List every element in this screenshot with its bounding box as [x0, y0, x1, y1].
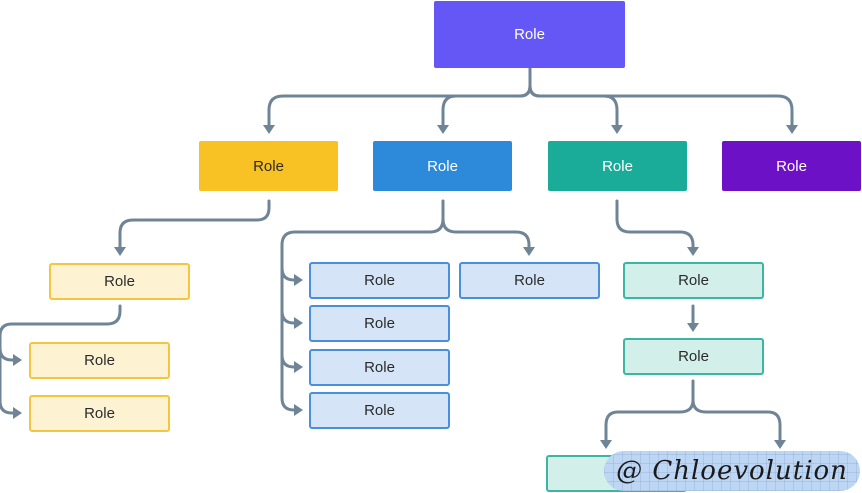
arrowhead — [294, 404, 303, 416]
arrowhead — [611, 125, 623, 134]
arrowhead — [294, 361, 303, 373]
role-node-teal-child[interactable]: Role — [623, 262, 764, 299]
connector-line — [118, 199, 271, 251]
arrowhead — [263, 125, 275, 134]
role-node-purple[interactable]: Role — [722, 141, 861, 191]
node-label: Role — [678, 272, 709, 289]
node-label: Role — [364, 272, 395, 289]
role-node-teal[interactable]: Role — [548, 141, 687, 191]
role-node-yellow-child[interactable]: Role — [49, 263, 190, 300]
node-label: Role — [678, 348, 709, 365]
connector-line — [0, 304, 122, 362]
node-label: Role — [514, 26, 545, 43]
arrowhead — [774, 440, 786, 449]
node-label: Role — [253, 157, 284, 175]
role-node-teal-child[interactable]: Role — [623, 338, 764, 375]
arrowhead — [294, 274, 303, 286]
role-node-blue-child[interactable]: Role — [309, 262, 450, 299]
role-node-blue-child[interactable]: Role — [459, 262, 600, 299]
connector-line — [528, 84, 794, 128]
arrowhead — [687, 247, 699, 256]
node-label: Role — [514, 272, 545, 289]
role-node-blue-child[interactable]: Role — [309, 305, 450, 342]
connector-line — [691, 398, 782, 442]
role-node-blue-child[interactable]: Role — [309, 392, 450, 429]
node-label: Role — [427, 157, 458, 175]
arrowhead — [13, 407, 22, 419]
root-role-node[interactable]: Role — [434, 1, 625, 68]
arrowhead — [600, 440, 612, 449]
arrowhead — [687, 323, 699, 332]
node-label: Role — [364, 402, 395, 419]
role-node-yellow[interactable]: Role — [199, 141, 338, 191]
connector-line — [528, 84, 619, 128]
role-node-yellow-grandchild[interactable]: Role — [29, 342, 170, 379]
connector-line — [280, 199, 445, 282]
arrowhead — [114, 247, 126, 256]
node-label: Role — [776, 157, 807, 175]
node-label: Role — [364, 359, 395, 376]
watermark-text: @ Chloevolution — [616, 456, 848, 486]
node-label: Role — [84, 405, 115, 422]
connector-line — [615, 199, 695, 251]
arrowhead — [13, 354, 22, 366]
connector-line — [604, 379, 695, 442]
node-label: Role — [84, 352, 115, 369]
role-node-blue-child[interactable]: Role — [309, 349, 450, 386]
connector-line — [0, 346, 18, 415]
role-node-yellow-grandchild[interactable]: Role — [29, 395, 170, 432]
connector-line — [441, 84, 532, 128]
arrowhead — [786, 125, 798, 134]
arrowhead — [437, 125, 449, 134]
watermark: @ Chloevolution — [604, 451, 860, 491]
connector-line — [280, 353, 298, 412]
node-label: Role — [364, 315, 395, 332]
node-label: Role — [104, 273, 135, 290]
role-node-blue[interactable]: Role — [373, 141, 512, 191]
node-label: Role — [602, 157, 633, 175]
connector-line — [441, 217, 531, 251]
arrowhead — [294, 317, 303, 329]
arrowhead — [523, 247, 535, 256]
